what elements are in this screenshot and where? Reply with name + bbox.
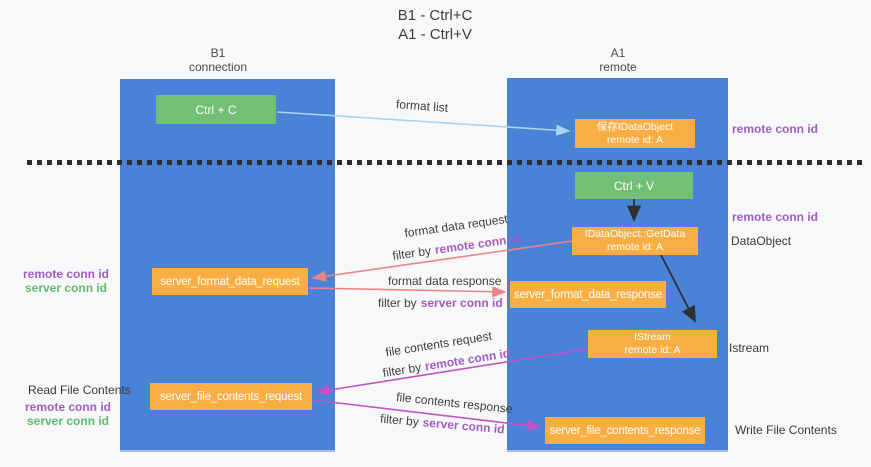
- server-file-contents-response-box: server_file_contents_response: [545, 417, 705, 444]
- right-remote-conn-id-mid: remote conn id: [732, 210, 819, 224]
- write-file-contents-annotation: Write File Contents: [735, 423, 837, 437]
- lane-a1-name: A1: [610, 46, 626, 60]
- lane-header-a1: A1 remote: [558, 46, 678, 74]
- save-idataobject-line1: 保存IDataObject: [596, 120, 674, 133]
- format-data-response-arrow: [309, 286, 507, 298]
- diagram-title: B1 - Ctrl+C A1 - Ctrl+V: [320, 6, 550, 44]
- lane-a1-subtitle: remote: [599, 60, 637, 74]
- session-divider-dashed-line: [27, 160, 863, 165]
- title-line-2: A1 - Ctrl+V: [398, 26, 472, 43]
- istream-line2: remote id: A: [624, 344, 681, 356]
- title-line-1: B1 - Ctrl+C: [397, 7, 473, 24]
- getdata-line1: IDataObject::GetData: [584, 228, 686, 240]
- lane-header-b1: B1 connection: [158, 46, 278, 74]
- file-contents-response-label: file contents response: [395, 389, 514, 417]
- left-format-server-conn-id: server conn id: [24, 281, 108, 295]
- ctrl-v-box: Ctrl + V: [575, 172, 693, 199]
- filter-by-text: filter by: [378, 296, 417, 310]
- server-file-contents-request-label: server_file_contents_request: [159, 390, 303, 403]
- server-file-contents-response-label: server_file_contents_response: [549, 424, 701, 437]
- istream-line1: IStream: [634, 331, 671, 343]
- format-data-response-label: format data response: [388, 274, 502, 288]
- server-format-data-request-box: server_format_data_request: [152, 268, 308, 295]
- istream-annotation: Istream: [729, 341, 770, 355]
- left-file-server-conn-id: server conn id: [26, 414, 110, 428]
- server-conn-id-text: server conn id: [422, 415, 506, 437]
- server-format-data-request-label: server_format_data_request: [160, 275, 300, 288]
- filter-by-text: filter by: [379, 411, 420, 429]
- filter-by-text: filter by: [391, 243, 432, 263]
- ctrl-c-box: Ctrl + C: [156, 95, 276, 124]
- lane-b1-name: B1: [210, 46, 226, 60]
- save-idataobject-box: 保存IDataObject remote id: A: [575, 119, 695, 148]
- istream-box: IStream remote id: A: [588, 330, 717, 358]
- ctrl-c-label: Ctrl + C: [195, 102, 237, 117]
- left-format-conn-id-group: remote conn id server conn id: [20, 267, 112, 295]
- read-file-contents-annotation: Read File Contents: [28, 383, 131, 397]
- left-format-remote-conn-id: remote conn id: [22, 267, 109, 281]
- server-file-contents-request-box: server_file_contents_request: [150, 383, 312, 410]
- format-list-label: format list: [395, 97, 449, 115]
- left-file-remote-conn-id: remote conn id: [24, 400, 111, 414]
- ctrl-v-label: Ctrl + V: [613, 178, 655, 193]
- server-format-data-response-label: server_format_data_response: [513, 288, 663, 301]
- idataobject-getdata-box: IDataObject::GetData remote id: A: [572, 227, 698, 255]
- server-conn-id-text: server conn id: [420, 296, 503, 310]
- lane-b1-subtitle: connection: [188, 60, 248, 74]
- filter-by-text: filter by: [381, 360, 423, 380]
- save-idataobject-line2: remote id: A: [606, 133, 663, 146]
- server-format-data-response-box: server_format_data_response: [510, 281, 666, 308]
- right-remote-conn-id-top: remote conn id: [732, 122, 819, 136]
- dataobject-annotation: DataObject: [731, 234, 792, 248]
- left-file-conn-id-group: remote conn id server conn id: [22, 400, 114, 428]
- getdata-line2: remote id: A: [606, 241, 663, 253]
